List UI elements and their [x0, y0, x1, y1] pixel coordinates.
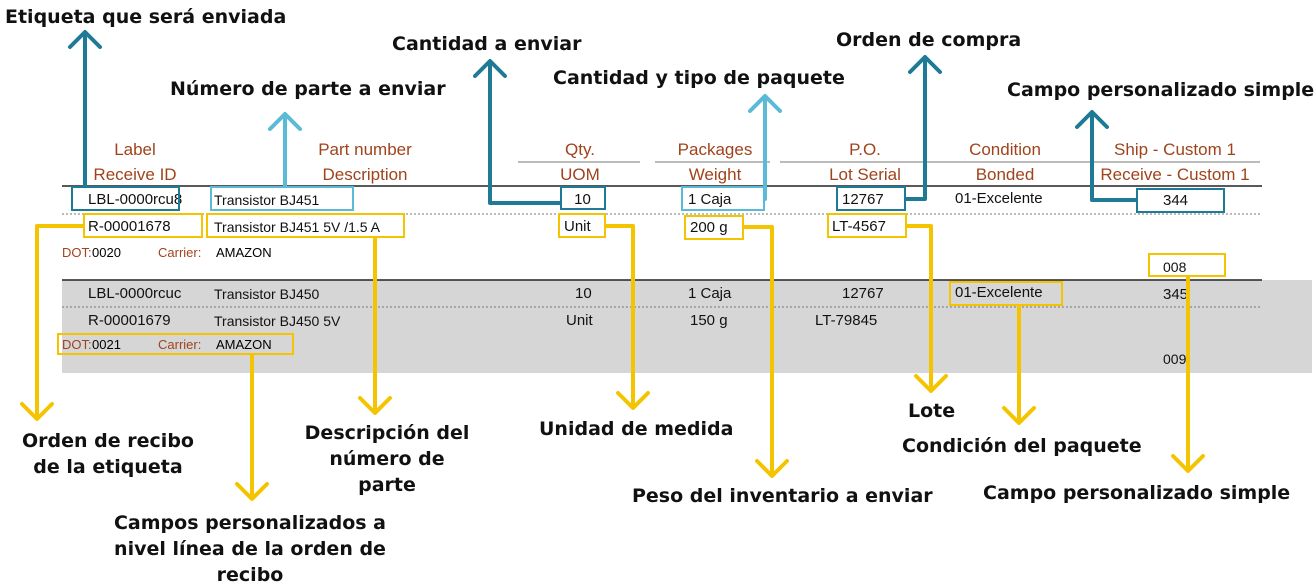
annotation-label-sent: Etiqueta que será enviada [5, 6, 287, 28]
row1-po: 12767 [842, 191, 884, 208]
row2-weight: 150 g [690, 312, 728, 329]
header-description: Description [322, 165, 408, 184]
row1-receive-id: R-00001678 [88, 218, 171, 235]
annotation-receive-order: Orden de recibo de la etiqueta [22, 430, 194, 478]
annotation-packages: Cantidad y tipo de paquete [553, 67, 845, 89]
row1-dot: 0020 [92, 245, 121, 260]
row1-label: LBL-0000rcu8 [88, 191, 183, 208]
annotation-lot: Lote [908, 400, 956, 422]
annotation-part-number: Número de parte a enviar [170, 78, 446, 100]
row2-carrier: AMAZON [216, 337, 272, 352]
row2-qty: 10 [575, 285, 592, 302]
row2-dot: 0021 [92, 337, 121, 352]
row2-lot: LT-79845 [815, 312, 878, 329]
row2-receive-custom: 009 [1163, 351, 1187, 367]
condition-highlight-box [949, 281, 1063, 306]
header-receive-id: Receive ID [93, 165, 177, 184]
annotation-description: Descripción del número de parte [304, 422, 470, 496]
row2-dot-label: DOT: [62, 337, 92, 352]
row2-uom: Unit [566, 312, 593, 329]
header-qty: Qty. [565, 140, 595, 159]
row2-packages: 1 Caja [688, 285, 732, 302]
row1-qty: 10 [574, 191, 591, 208]
header-weight: Weight [688, 165, 742, 184]
row1-carrier-label: Carrier: [158, 245, 202, 260]
row1-lot: LT-4567 [832, 218, 886, 235]
row2-condition: 01-Excelente [955, 284, 1043, 301]
annotation-custom-simple-bottom: Campo personalizado simple [983, 482, 1291, 504]
row2-po: 12767 [842, 285, 884, 302]
row1-description: Transistor BJ451 5V /1.5 A [214, 219, 381, 235]
row1-packages: 1 Caja [688, 191, 732, 208]
part-highlight-box [210, 186, 354, 211]
header-part-number: Part number [318, 140, 412, 159]
row1-weight: 200 g [690, 219, 728, 236]
row2-part: Transistor BJ450 [214, 286, 320, 302]
annotation-arrows [20, 30, 1205, 501]
header-ship-custom: Ship - Custom 1 [1114, 140, 1236, 159]
annotation-custom-line: Campos personalizados a nivel línea de l… [113, 512, 386, 586]
description-highlight-box [206, 213, 405, 238]
row2-receive-id: R-00001679 [88, 312, 171, 329]
annotation-qty: Cantidad a enviar [392, 33, 582, 55]
row1-carrier: AMAZON [216, 245, 272, 260]
row2-label: LBL-0000rcuc [88, 285, 182, 302]
row1-part: Transistor BJ451 [214, 192, 320, 208]
header-packages: Packages [677, 140, 753, 159]
row2-description: Transistor BJ450 5V [214, 313, 341, 329]
header-receive-custom: Receive - Custom 1 [1100, 165, 1250, 184]
row2-carrier-label: Carrier: [158, 337, 202, 352]
custom-line-highlight-box [57, 333, 294, 355]
row1-condition: 01-Excelente [955, 190, 1043, 207]
qty-highlight-box [560, 186, 606, 210]
row1-ship-custom: 344 [1163, 192, 1189, 209]
label-highlight-box [71, 186, 180, 211]
header-bonded: Bonded [975, 165, 1035, 184]
annotation-weight: Peso del inventario a enviar [632, 485, 933, 507]
header-lot-serial: Lot Serial [829, 165, 901, 184]
row1-uom: Unit [564, 218, 591, 235]
row2-ship-custom: 345 [1163, 286, 1189, 303]
row1-receive-custom: 008 [1163, 259, 1187, 275]
annotation-condition: Condición del paquete [902, 435, 1142, 457]
row1-dot-label: DOT: [62, 245, 92, 260]
header-label: Label [114, 140, 156, 159]
header-uom: UOM [560, 165, 600, 184]
annotation-po: Orden de compra [836, 29, 1022, 51]
header-po: P.O. [849, 140, 881, 159]
annotation-uom: Unidad de medida [539, 418, 734, 440]
annotation-custom-simple-top: Campo personalizado simple [1007, 79, 1315, 101]
record-2-band [62, 280, 1312, 373]
header-condition: Condition [969, 140, 1041, 159]
